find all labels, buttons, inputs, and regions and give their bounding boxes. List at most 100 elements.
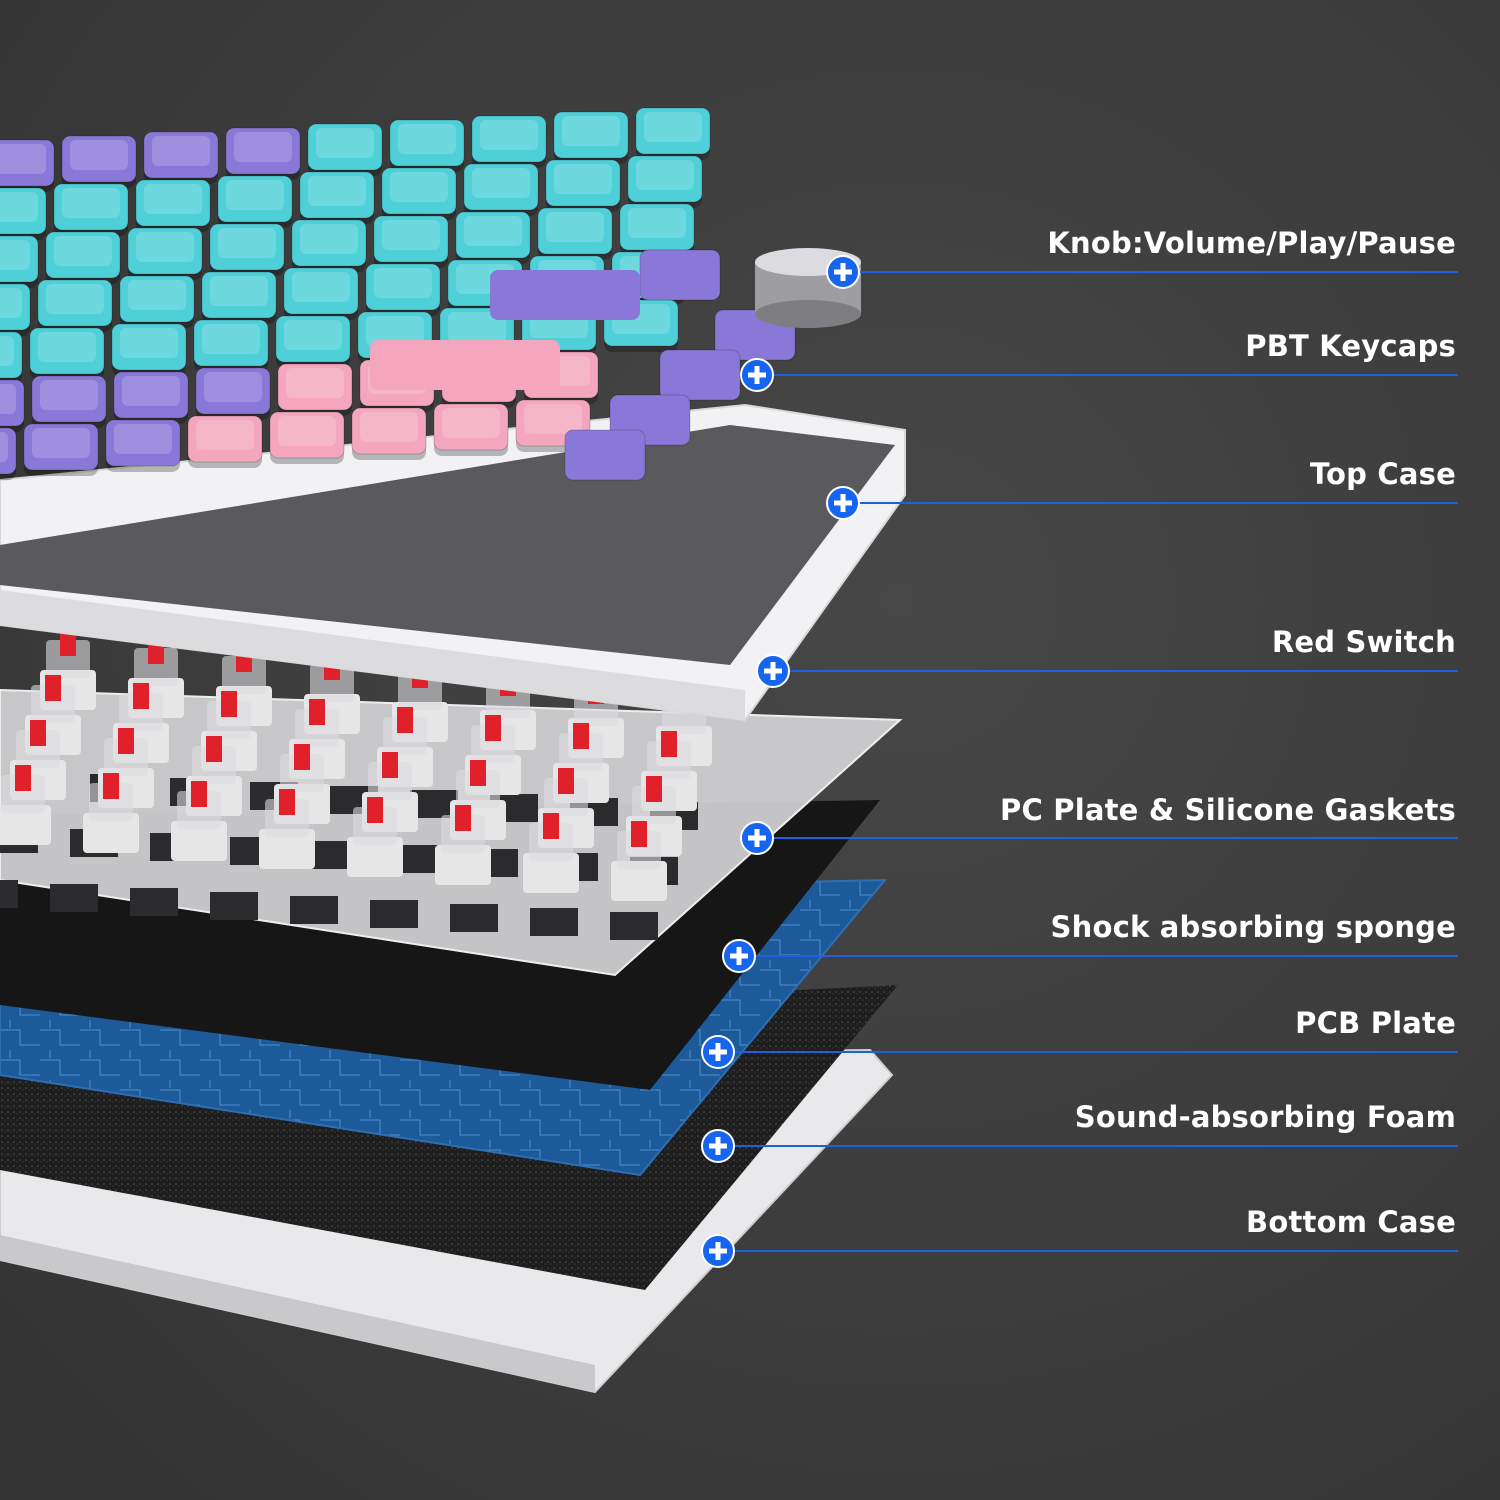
keycap [635,107,711,155]
keycap-top [152,136,210,166]
switch-housing [435,845,491,885]
keycap-top [0,336,14,366]
switch-stem [191,781,207,807]
switch-top [617,831,661,869]
switch-stem [206,736,222,762]
keycap-top [472,168,530,198]
callout-label-keycaps: PBT Keycaps [1245,329,1456,363]
keycap-top [562,116,620,146]
switch-stem [558,768,574,794]
keycap-top [144,184,202,214]
switch-stem [661,731,677,757]
switch-housing [523,853,579,893]
callout-line-switch [773,670,1458,672]
keycap-top [292,272,350,302]
keycap-enter [370,340,560,390]
switch-top [104,738,148,776]
keycap [277,363,353,411]
keycap-top [0,240,30,270]
switch-top [647,741,691,779]
keycap [53,183,129,231]
keycap [193,319,269,367]
callout-line-plate [757,837,1458,839]
keycap [0,235,39,283]
switch-top [559,733,603,771]
keycap-top [300,224,358,254]
keycap-top [0,192,38,222]
plus-marker-icon[interactable] [701,1234,735,1268]
switch-stem [455,805,471,831]
keycap [455,211,531,259]
switch-top [1,775,45,813]
keycap-top [120,328,178,358]
callout-line-knob [843,271,1458,273]
switch-top [46,640,90,678]
switch-stem [133,683,149,709]
keycap-top [360,412,418,442]
keycap [187,415,263,463]
keycap-top [464,216,522,246]
keycap-top [390,172,448,202]
plus-marker-icon[interactable] [701,1035,735,1069]
keycap-top [128,280,186,310]
keycap-top [546,212,604,242]
keycap [0,379,25,427]
switch-top [353,807,397,845]
keycap-top [308,176,366,206]
switch-stem [294,744,310,770]
keycap [0,331,23,379]
switch-top [16,730,60,768]
keycap [627,155,703,203]
switch-stem [103,773,119,799]
switch-top [529,823,573,861]
callout-line-bottom-case [718,1250,1458,1252]
callout-label-switch: Red Switch [1271,625,1456,659]
switch-stem [573,723,589,749]
plus-marker-icon[interactable] [740,821,774,855]
keycap [381,167,457,215]
keycap [113,371,189,419]
keycap-top [0,432,8,462]
switch-stem [309,699,325,725]
keycap [545,159,621,207]
keycap [639,249,721,301]
keycap-top [38,332,96,362]
switch-housing [83,813,139,853]
plus-marker-icon[interactable] [740,358,774,392]
keycap-top [382,220,440,250]
plus-marker-icon[interactable] [826,255,860,289]
keycap [45,231,121,279]
switch-stem [221,691,237,717]
keycap [0,187,47,235]
callout-label-top-case: Top Case [1309,457,1456,491]
keycap-top [316,128,374,158]
plate-hole [50,884,98,912]
switch-stem [279,789,295,815]
plus-marker-icon[interactable] [722,939,756,973]
keycap-top [448,312,506,342]
keycap [269,411,345,459]
keycap-top [636,160,694,190]
keycap-top [628,208,686,238]
switch-housing [259,829,315,869]
keycap-top [114,424,172,454]
switch-stem [30,720,46,746]
keycap-top [204,372,262,402]
switch-stem [118,728,134,754]
callout-line-keycaps [757,374,1458,376]
switch-top [119,693,163,731]
switch-housing [0,805,51,845]
keycap [135,179,211,227]
keycap [0,283,31,331]
switch-top [192,746,236,784]
plus-marker-icon[interactable] [701,1129,735,1163]
switch-top [632,786,676,824]
plus-marker-icon[interactable] [756,654,790,688]
keycap-top [284,320,342,350]
switch-stem [646,776,662,802]
switch-housing [171,821,227,861]
keycap-top [480,120,538,150]
keycap [209,223,285,271]
callout-label-plate: PC Plate & Silicone Gaskets [1000,793,1456,827]
plus-marker-icon[interactable] [826,486,860,520]
